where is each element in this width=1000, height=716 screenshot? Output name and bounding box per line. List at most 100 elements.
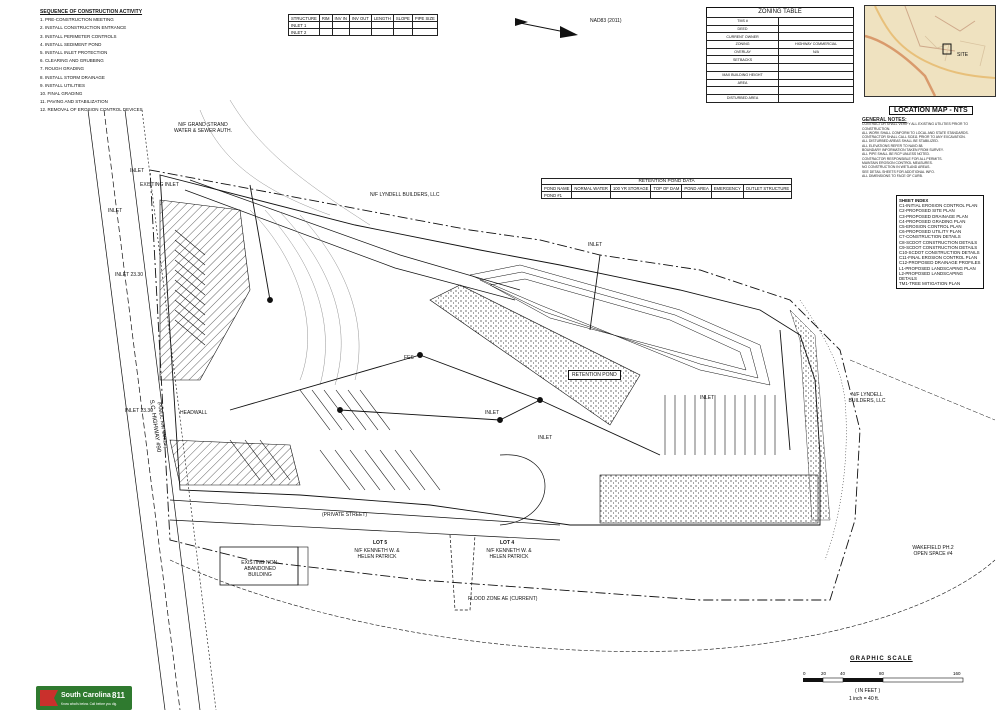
table-cell bbox=[681, 191, 712, 199]
inlet-label-1: INLET bbox=[130, 168, 145, 174]
existing-building-side bbox=[297, 546, 309, 586]
lot4-label: LOT 4 bbox=[500, 540, 515, 546]
sheet-index-item: C2-PROPOSED SITE PLAN bbox=[899, 208, 955, 214]
general-note-line: CONTRACTOR SHALL VERIFY ALL EXISTING UTI… bbox=[862, 122, 968, 131]
fes-label: FES bbox=[404, 355, 414, 361]
general-note-line: ALL DIMENSIONS TO FACE OF CURB. bbox=[862, 173, 923, 178]
north-datum-label: NAD83 (2011) bbox=[590, 18, 622, 24]
general-note-line: ALL WORK SHALL CONFORM TO LOCAL AND STAT… bbox=[862, 130, 969, 135]
existing-building-label: EXISTING NON-ABANDONED BUILDING bbox=[241, 560, 279, 578]
sheet-index-item: C12-PROPOSED DRAINAGE PROFILES bbox=[899, 260, 981, 266]
location-map-drawing: SITE bbox=[865, 6, 995, 96]
sequence-item: 9. INSTALL UTILITIES bbox=[40, 82, 86, 88]
parking-stripes-left bbox=[174, 229, 206, 346]
general-notes-title: GENERAL NOTES: bbox=[862, 117, 907, 123]
general-note-line: SEE DETAIL SHEETS FOR ADDITIONAL INFO. bbox=[862, 169, 935, 174]
north-arrow bbox=[514, 18, 578, 38]
general-note-line: CONTRACTOR RESPONSIBLE FOR ALL PERMITS. bbox=[862, 156, 943, 161]
pond-label: RETENTION POND bbox=[568, 370, 621, 380]
scale-ratio: 1 inch = 40 ft. bbox=[849, 696, 879, 702]
sheet-index-item: L2-PROPOSED LANDSCAPING DETAILS bbox=[899, 270, 963, 282]
pond-row: POND #1 bbox=[540, 191, 793, 199]
sheet-index-item: C5-EROSION CONTROL PLAN bbox=[899, 224, 962, 230]
sheet-index-item: C10-SCDOT CONSTRUCTION DETAILS bbox=[899, 250, 980, 256]
sequence-item: 11. PAVING AND STABILIZATION bbox=[40, 99, 108, 105]
sequence-item: 10. FINAL GRADING bbox=[40, 91, 83, 97]
inlet-label-3: INLET 23.30 bbox=[115, 272, 143, 278]
sequence-item: 7. ROUGH GRADING bbox=[40, 66, 85, 72]
general-note-line: NO CONSTRUCTION IN WETLAND AREAS. bbox=[862, 165, 931, 170]
stipple-area-bottom bbox=[599, 474, 819, 524]
scale-tick-160: 160 bbox=[953, 671, 961, 676]
existing-contours bbox=[199, 99, 371, 386]
adjacent-lot-line bbox=[849, 359, 996, 421]
sequence-item: 4. INSTALL SEDIMENT POND bbox=[40, 41, 102, 47]
zoning-row: DISTURBED AREA bbox=[705, 93, 854, 103]
retention-pond bbox=[469, 264, 771, 386]
table-cell bbox=[331, 28, 350, 36]
inlet-label-4: INLET 23.30 bbox=[125, 408, 153, 414]
parking-stripes-center bbox=[229, 389, 441, 491]
sheet-index: SHEET INDEX C1-INITIAL EROSION CONTROL P… bbox=[896, 195, 984, 290]
pond-table-title: RETENTION POND DATA bbox=[541, 178, 793, 184]
flood-zone-label: FLOOD ZONE AE (CURRENT) bbox=[468, 596, 538, 602]
sheet-index-item: C4-PROPOSED GRADING PLAN bbox=[899, 218, 966, 224]
sequence-item: 8. INSTALL STORM DRAINAGE bbox=[40, 74, 105, 80]
sequence-item: 1. PRE-CONSTRUCTION MEETING bbox=[40, 17, 114, 23]
tree-line bbox=[799, 299, 847, 561]
nf-grand-strand-label: N/F GRAND STRAND WATER & SEWER AUTH. bbox=[173, 122, 233, 134]
inlet-label-2: INLET bbox=[108, 208, 123, 214]
sc811-logo: South Carolina 811 Know what's below. Ca… bbox=[36, 686, 132, 710]
sequence-title: SEQUENCE OF CONSTRUCTION ACTIVITY bbox=[40, 9, 143, 15]
inlet-label-6: INLET bbox=[700, 395, 715, 401]
lot4-owner-label: N/F KENNETH W. & HELEN PATRICK bbox=[486, 548, 532, 560]
location-map-title: LOCATION MAP - NTS bbox=[889, 106, 973, 115]
sequence-item: 2. INSTALL CONSTRUCTION ENTRANCE bbox=[40, 25, 127, 31]
sheet-index-item: C3-PROPOSED DRAINAGE PLAN bbox=[899, 213, 968, 219]
lot5-label: LOT 5 bbox=[373, 540, 388, 546]
hatched-area-bottom bbox=[169, 439, 301, 486]
zoning-title: ZONING TABLE bbox=[706, 7, 854, 17]
existing-inlet-label: EXISTING INLET bbox=[140, 182, 179, 188]
property-boundary bbox=[149, 169, 861, 601]
inlet-label-5: INLET bbox=[588, 242, 603, 248]
general-note-line: BOUNDARY INFORMATION TAKEN FROM SURVEY. bbox=[862, 148, 944, 153]
table-cell bbox=[370, 28, 394, 36]
nf-lyndell-top-label: N/F LYNDELL BUILDERS, LLC bbox=[370, 192, 440, 198]
sequence-list: 1. PRE-CONSTRUCTION MEETING 2. INSTALL CO… bbox=[40, 16, 190, 114]
sequence-item: 6. CLEARING AND GRUBBING bbox=[40, 58, 104, 64]
sheet-index-item: C11-FINAL EROSION CONTROL PLAN bbox=[899, 255, 978, 261]
general-notes: GENERAL NOTES: CONTRACTOR SHALL VERIFY A… bbox=[862, 117, 990, 178]
palmetto-icon bbox=[40, 690, 58, 706]
stipple-area-center bbox=[429, 284, 641, 426]
scale-units: ( IN FEET ) bbox=[855, 688, 881, 694]
table-cell bbox=[742, 191, 793, 199]
parking-stripes-right bbox=[664, 395, 776, 455]
sequence-of-construction: SEQUENCE OF CONSTRUCTION ACTIVITY 1. PRE… bbox=[40, 8, 190, 115]
hatched-area-left bbox=[159, 199, 251, 381]
general-note-line: ALL DISTURBED AREAS SHALL BE STABILIZED. bbox=[862, 139, 939, 144]
highway bbox=[87, 109, 217, 711]
sequence-item: 3. INSTALL PERIMETER CONTROLS bbox=[40, 33, 117, 39]
scale-tick-80: 80 bbox=[879, 671, 885, 676]
private-street-label: (PRIVATE STREET) bbox=[322, 512, 368, 518]
sheet-index-item: C8-SCDOT CONSTRUCTION DETAILS bbox=[899, 239, 978, 245]
table-cell bbox=[609, 191, 652, 199]
sheet-index-item: C7-CONSTRUCTION DETAILS bbox=[899, 234, 961, 240]
sc811-line2: 811 bbox=[112, 691, 125, 700]
highway-sub-label: (PUBLIC R/W VARIES) bbox=[157, 401, 169, 448]
table-cell: DISTURBED AREA bbox=[705, 93, 780, 103]
scale-tick-0: 0 bbox=[803, 671, 806, 676]
inlet-label-7: INLET bbox=[485, 410, 500, 416]
sheet-index-item: TM1-TREE MITIGATION PLAN bbox=[899, 281, 961, 287]
sheet-index-title: SHEET INDEX bbox=[899, 198, 929, 203]
flood-zone-line bbox=[169, 559, 996, 652]
table-cell: INLET 2 bbox=[288, 28, 320, 36]
table-cell bbox=[778, 93, 854, 103]
inlet-label-8: INLET bbox=[538, 435, 553, 441]
